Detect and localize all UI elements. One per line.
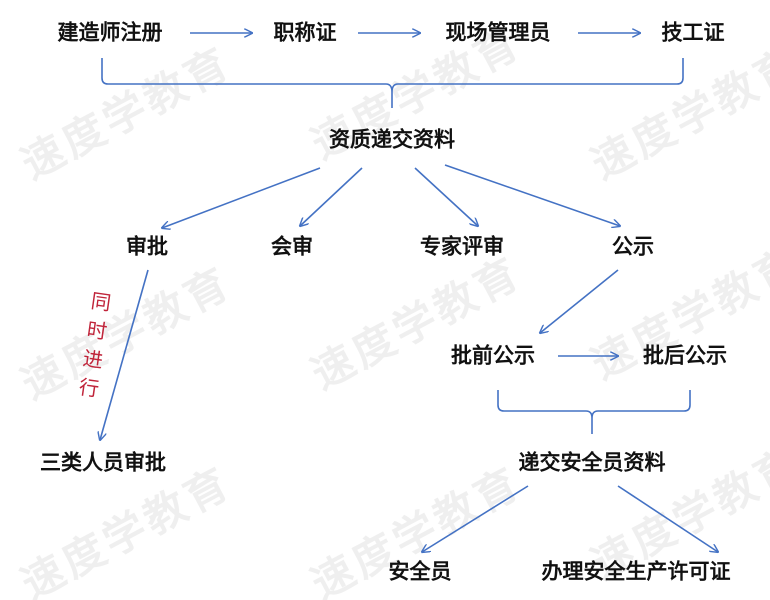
arrow-approval-to-three-personnel [100,269,149,440]
arrow-submission-to-safety-officer [422,485,529,552]
lower-bracket [497,390,691,419]
node-title-certificate: 职称证 [273,20,337,45]
note-char: 同 [89,288,113,316]
node-post-approval-publicity: 批后公示 [643,343,727,368]
node-safety-production-license: 办理安全生产许可证 [541,559,731,584]
node-builder-registration: 建造师注册 [57,20,163,45]
note-char: 进 [81,346,105,373]
note-char: 行 [77,374,101,402]
node-safety-officer-submission: 递交安全员资料 [518,450,666,475]
node-site-manager: 现场管理员 [445,20,551,45]
arrow-submission-to-publicity [444,164,620,226]
node-expert-review: 专家评审 [420,234,504,259]
top-bracket [101,58,684,93]
arrow-publicity-to-pre-approval [540,269,619,333]
node-safety-officer: 安全员 [388,559,452,584]
arrow-submission-to-safety-license [617,485,718,552]
arrow-submission-to-joint-review [300,167,363,226]
node-technician-certificate: 技工证 [661,20,725,45]
arrow-submission-to-expert-review [414,167,478,226]
note-char: 时 [85,317,109,344]
arrow-submission-to-approval [162,167,321,228]
node-publicity: 公示 [612,234,654,259]
node-joint-review: 会审 [271,234,313,259]
node-pre-approval-publicity: 批前公示 [451,343,535,368]
node-qualification-submission: 资质递交资料 [329,127,455,152]
node-three-personnel-approval: 三类人员审批 [40,450,166,475]
node-approval: 审批 [126,234,168,259]
